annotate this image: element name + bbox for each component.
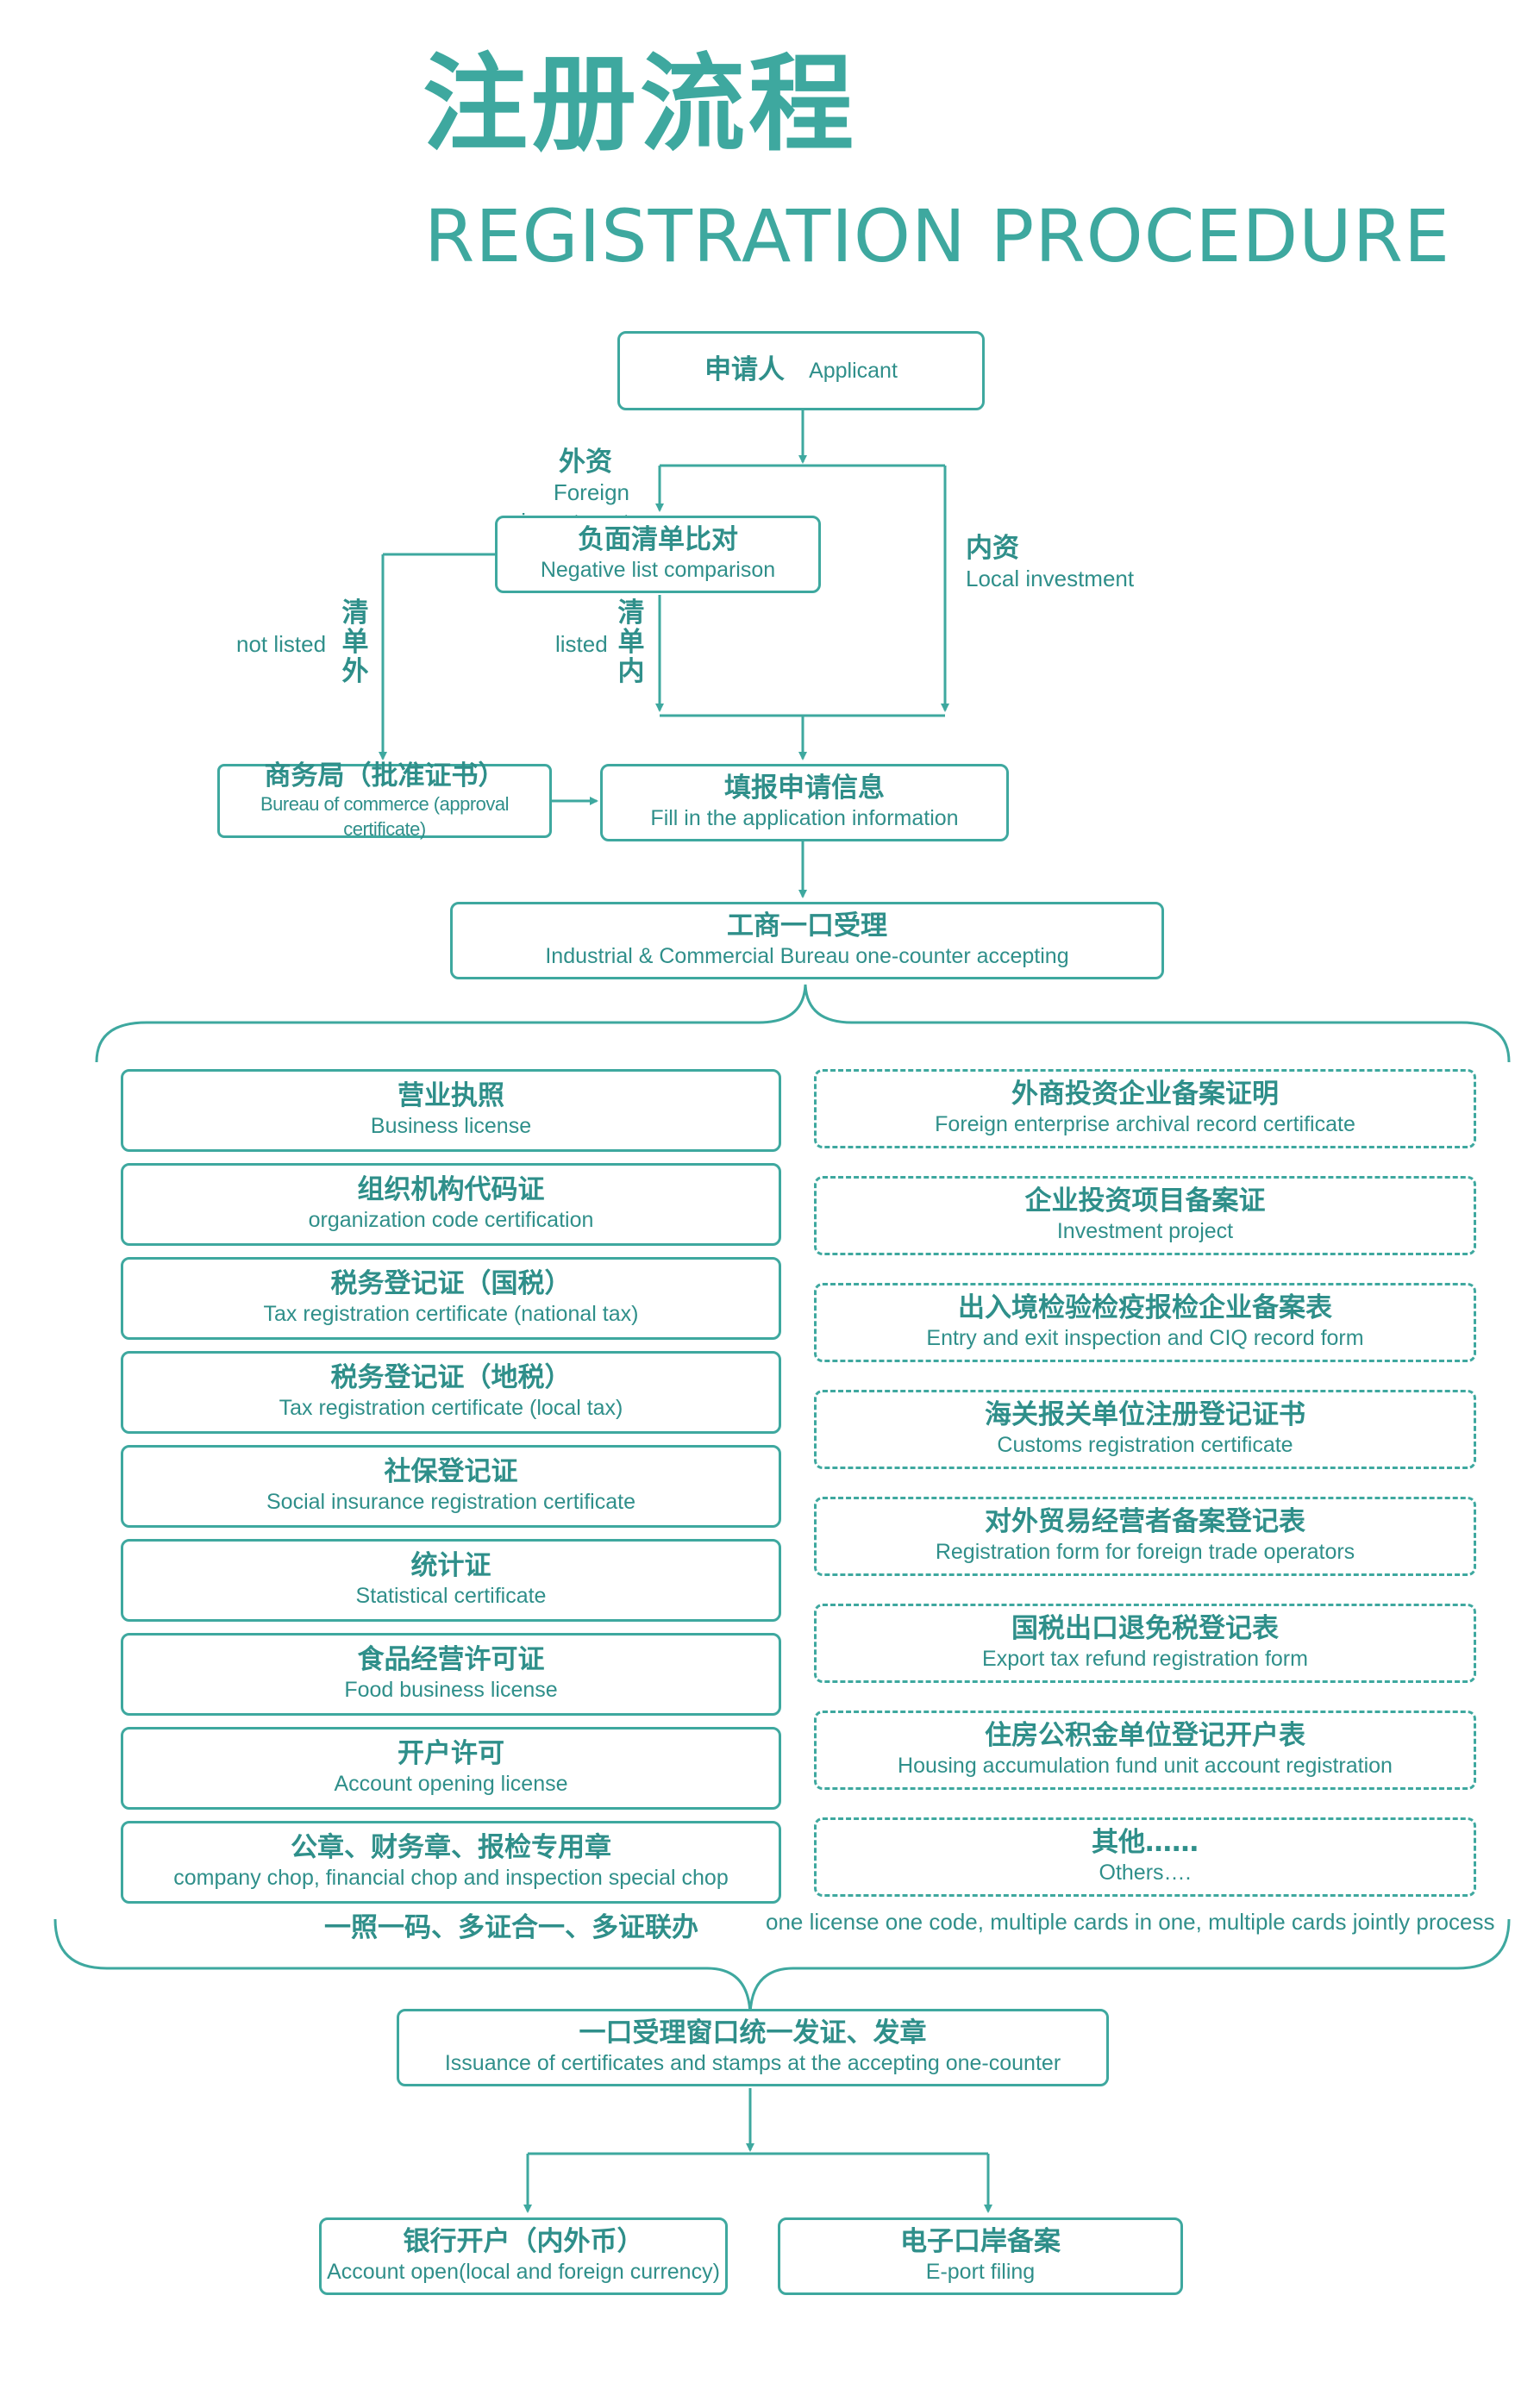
right-item-cn: 出入境检验检疫报检企业备案表	[958, 1292, 1332, 1324]
right-item-cn: 海关报关单位注册登记证书	[985, 1399, 1305, 1431]
fill-en: Fill in the application information	[650, 806, 959, 831]
right-item-cn: 对外贸易经营者备案登记表	[985, 1506, 1305, 1538]
left-item: 税务登记证（地税） Tax registration certificate (…	[121, 1351, 781, 1434]
right-item: 对外贸易经营者备案登记表 Registration form for forei…	[814, 1497, 1476, 1576]
page-subtitle: REGISTRATION PROCEDURE	[424, 194, 1451, 278]
right-item-en: Foreign enterprise archival record certi…	[935, 1112, 1355, 1137]
left-item-en: Business license	[370, 1114, 532, 1139]
eport-cn: 电子口岸备案	[900, 2226, 1061, 2258]
right-item-en: Entry and exit inspection and CIQ record…	[926, 1326, 1364, 1351]
not-listed-vertical: 清 单 外	[340, 598, 371, 686]
not-listed-char-2: 单	[341, 627, 369, 658]
not-listed-char-1: 清	[341, 597, 369, 629]
eport-filing-box: 电子口岸备案 E-port filing	[778, 2217, 1183, 2295]
listed-vertical: 清 单 内	[616, 598, 647, 686]
left-item-cn: 开户许可	[398, 1738, 504, 1770]
issuance-en: Issuance of certificates and stamps at t…	[444, 2051, 1061, 2076]
one-counter-accept-box: 工商一口受理 Industrial & Commercial Bureau on…	[450, 902, 1164, 979]
bank-cn: 银行开户（内外币）	[403, 2226, 644, 2258]
left-item: 社保登记证 Social insurance registration cert…	[121, 1445, 781, 1528]
right-item: 出入境检验检疫报检企业备案表 Entry and exit inspection…	[814, 1283, 1476, 1362]
left-item-en: Account opening license	[334, 1772, 568, 1797]
local-en: Local investment	[966, 566, 1135, 592]
left-item-en: Social insurance registration certificat…	[266, 1490, 635, 1515]
right-item-en: Investment project	[1056, 1219, 1234, 1244]
local-cn: 内资	[966, 533, 1019, 564]
accept-cn: 工商一口受理	[727, 910, 887, 942]
eport-en: E-port filing	[925, 2260, 1036, 2285]
right-item: 国税出口退免税登记表 Export tax refund registratio…	[814, 1604, 1476, 1683]
page-title: 注册流程	[423, 43, 857, 166]
right-item-cn: 企业投资项目备案证	[1024, 1185, 1266, 1217]
commerce-bureau-box: 商务局（批准证书） Bureau of commerce (approval c…	[217, 760, 552, 840]
left-item: 公章、财务章、报检专用章 company chop, financial cho…	[121, 1821, 781, 1904]
issuance-box: 一口受理窗口统一发证、发章 Issuance of certificates a…	[397, 2009, 1109, 2086]
right-item-cn: 外商投资企业备案证明	[1011, 1079, 1279, 1110]
left-item: 食品经营许可证 Food business license	[121, 1633, 781, 1716]
left-item-cn: 组织机构代码证	[357, 1174, 545, 1206]
applicant-cn: 申请人	[704, 354, 786, 386]
right-item-cn: 其他……	[1092, 1827, 1199, 1859]
right-item: 其他…… Others….	[814, 1817, 1476, 1897]
commerce-en: Bureau of commerce (approval certificate…	[260, 793, 510, 840]
left-item-cn: 公章、财务章、报检专用章	[291, 1832, 611, 1864]
policy-note-en: one license one code, multiple cards in …	[766, 1909, 1495, 1935]
accept-en: Industrial & Commercial Bureau one-count…	[545, 944, 1069, 969]
fill-cn: 填报申请信息	[724, 772, 885, 804]
fill-application-box: 填报申请信息 Fill in the application informati…	[600, 764, 1009, 841]
applicant-box: 申请人 Applicant	[617, 331, 985, 410]
bank-account-box: 银行开户（内外币） Account open(local and foreign…	[319, 2217, 728, 2295]
left-item: 税务登记证（国税） Tax registration certificate (…	[121, 1257, 781, 1340]
left-item: 营业执照 Business license	[121, 1069, 781, 1152]
negative-en: Negative list comparison	[540, 558, 776, 583]
right-item-cn: 国税出口退免税登记表	[1011, 1613, 1279, 1645]
listed-char-1: 清	[617, 597, 645, 629]
left-item-cn: 税务登记证（国税）	[330, 1268, 572, 1300]
right-item: 企业投资项目备案证 Investment project	[814, 1176, 1476, 1255]
right-item: 海关报关单位注册登记证书 Customs registration certif…	[814, 1390, 1476, 1469]
left-item-en: company chop, financial chop and inspect…	[173, 1866, 729, 1891]
right-item: 住房公积金单位登记开户表 Housing accumulation fund u…	[814, 1711, 1476, 1790]
right-item: 外商投资企业备案证明 Foreign enterprise archival r…	[814, 1069, 1476, 1148]
left-item-en: Tax registration certificate (national t…	[263, 1302, 639, 1327]
left-item-en: Food business license	[344, 1678, 558, 1703]
bank-en: Account open(local and foreign currency)	[327, 2260, 720, 2285]
right-item-cn: 住房公积金单位登记开户表	[985, 1720, 1305, 1752]
left-item-en: Statistical certificate	[355, 1584, 547, 1609]
right-item-en: Export tax refund registration form	[982, 1647, 1308, 1672]
listed-char-3: 内	[617, 656, 645, 687]
right-item-en: Registration form for foreign trade oper…	[935, 1540, 1355, 1565]
not-listed-label: not listed	[236, 631, 327, 657]
right-item-en: Others….	[1099, 1861, 1192, 1886]
not-listed-char-3: 外	[341, 656, 369, 687]
left-item-en: Tax registration certificate (local tax)	[279, 1396, 623, 1421]
negative-cn: 负面清单比对	[578, 524, 738, 556]
right-item-en: Housing accumulation fund unit account r…	[898, 1754, 1393, 1779]
left-item: 组织机构代码证 organization code certification	[121, 1163, 781, 1246]
left-item-cn: 统计证	[410, 1550, 491, 1582]
left-item-cn: 食品经营许可证	[357, 1644, 545, 1676]
left-item: 开户许可 Account opening license	[121, 1727, 781, 1810]
left-item-en: organization code certification	[308, 1208, 594, 1233]
foreign-cn: 外资	[559, 447, 612, 478]
right-item-en: Customs registration certificate	[997, 1433, 1293, 1458]
listed-char-2: 单	[617, 627, 645, 658]
listed-label: listed	[555, 631, 608, 657]
left-item: 统计证 Statistical certificate	[121, 1539, 781, 1622]
left-item-cn: 税务登记证（地税）	[330, 1362, 572, 1394]
policy-note-cn: 一照一码、多证合一、多证联办	[324, 1912, 698, 1943]
left-item-cn: 营业执照	[398, 1080, 504, 1112]
applicant-en: Applicant	[809, 358, 898, 383]
issuance-cn: 一口受理窗口统一发证、发章	[579, 2017, 927, 2049]
local-investment-label: 内资 Local investment	[966, 533, 1190, 594]
negative-list-box: 负面清单比对 Negative list comparison	[495, 516, 821, 593]
commerce-cn: 商务局（批准证书）	[264, 760, 505, 791]
left-item-cn: 社保登记证	[384, 1456, 518, 1488]
